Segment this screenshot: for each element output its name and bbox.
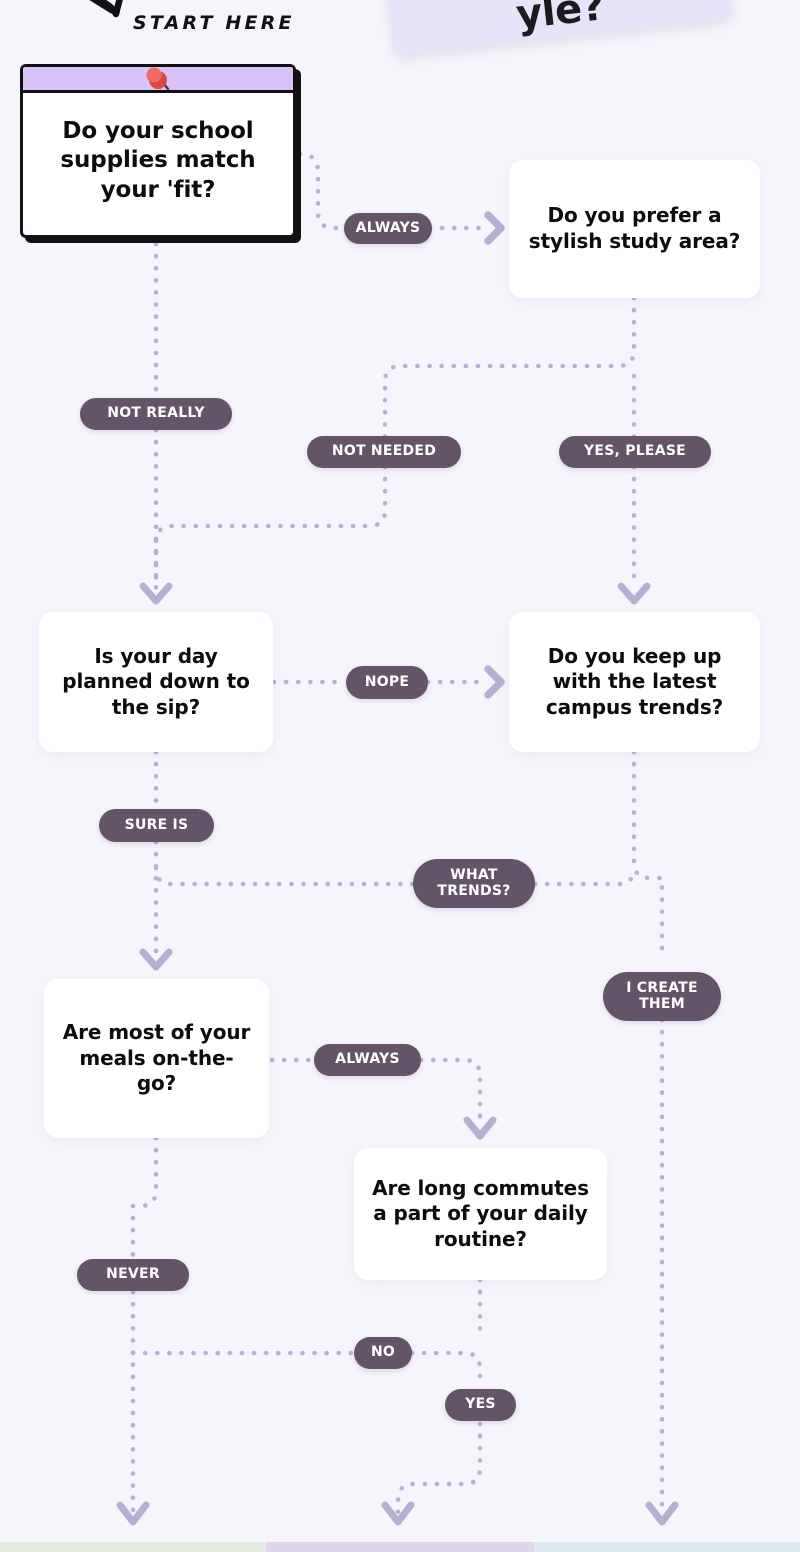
wire-campus-down-jog	[631, 749, 665, 963]
answer-pill-what-trends[interactable]: WHAT TRENDS?	[413, 859, 535, 908]
arrowhead-nope-to-campus	[484, 665, 505, 699]
wire-whattrends-left	[153, 865, 417, 887]
answer-pill-sure-is[interactable]: SURE IS	[99, 809, 214, 842]
answer-pill-i-create-them[interactable]: I CREATE THEM	[603, 972, 721, 1021]
wire-yes-down-jog	[395, 1421, 483, 1515]
node-q-day-planned[interactable]: Is your day planned down to the sip?	[39, 612, 273, 752]
arrowhead-bottom-center	[381, 1501, 415, 1526]
node-q-start-text: Do your school supplies match your 'fit?	[60, 117, 256, 203]
node-q-start[interactable]: Do your school supplies match your 'fit?	[20, 64, 296, 238]
node-q-meals[interactable]: Are most of your meals on-the-go?	[44, 979, 269, 1138]
start-card-header-bar	[23, 67, 293, 93]
curved-arrow-icon	[89, 0, 123, 18]
arrowhead-to-commutes	[463, 1116, 497, 1140]
answer-pill-always-1[interactable]: ALWAYS	[344, 213, 432, 244]
node-q-stylish-study[interactable]: Do you prefer a stylish study area?	[509, 160, 760, 298]
arrowhead-to-campus-trends	[617, 582, 651, 605]
answer-pill-not-really[interactable]: NOT REALLY	[80, 398, 232, 430]
node-q-commutes[interactable]: Are long commutes a part of your daily r…	[354, 1148, 607, 1280]
result-strip-left	[0, 1542, 266, 1552]
answer-pill-nope[interactable]: NOPE	[346, 666, 428, 699]
answer-pill-yes[interactable]: YES	[445, 1389, 516, 1421]
arrowhead-to-meals	[139, 948, 173, 971]
answer-pill-never[interactable]: NEVER	[77, 1259, 189, 1291]
arrowhead-bottom-left	[116, 1501, 150, 1526]
node-q-campus-trends[interactable]: Do you keep up with the latest campus tr…	[509, 612, 760, 752]
answer-pill-no[interactable]: NO	[354, 1337, 412, 1369]
start-here-label: START HERE	[133, 12, 295, 34]
wire-notneeded-to-left-column	[153, 464, 388, 591]
result-strip-center	[266, 1542, 534, 1552]
wire-stylish-to-notneeded	[382, 295, 637, 440]
arrowhead-to-stylish	[484, 211, 505, 245]
pushpin-icon	[146, 67, 170, 90]
wire-whattrends-right	[532, 865, 637, 887]
wire-start-to-always	[297, 151, 351, 231]
arrowhead-bottom-right	[645, 1501, 679, 1526]
wire-meals-down-jog	[130, 1135, 159, 1261]
answer-pill-always-2[interactable]: ALWAYS	[314, 1044, 421, 1076]
answer-pill-yes-please[interactable]: YES, PLEASE	[559, 436, 711, 468]
arrowhead-to-day-planned	[139, 582, 173, 605]
wire-no-right	[409, 1350, 483, 1389]
wire-always2-to-commutes	[418, 1057, 483, 1125]
result-strip-right	[534, 1542, 800, 1552]
answer-pill-not-needed[interactable]: NOT NEEDED	[307, 436, 461, 468]
